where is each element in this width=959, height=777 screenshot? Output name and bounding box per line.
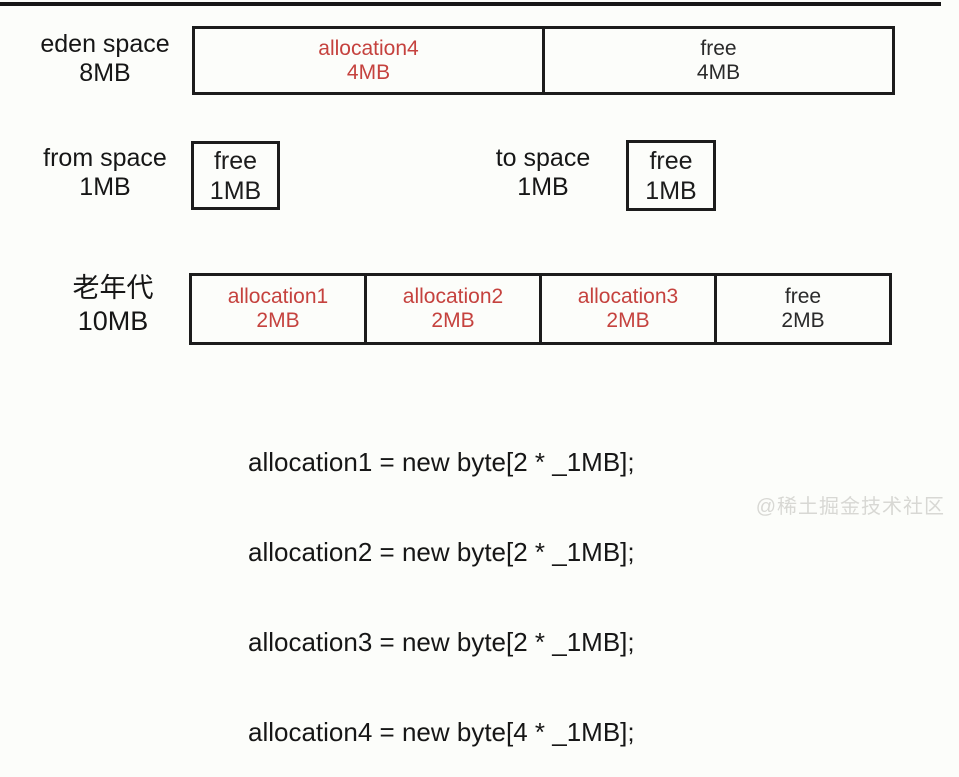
cell-name: free xyxy=(784,285,822,308)
old-gen-cell-allocation2: allocation2 2MB xyxy=(364,276,539,342)
eden-cell-allocation4: allocation4 4MB xyxy=(195,29,542,92)
cell-name: free xyxy=(213,146,258,175)
from-space-label: from space 1MB xyxy=(21,144,189,202)
eden-cell-free: free 4MB xyxy=(542,29,892,92)
from-space-label-size: 1MB xyxy=(79,173,131,201)
eden-space-box: allocation4 4MB free 4MB xyxy=(192,26,895,95)
cell-size: 1MB xyxy=(209,176,262,205)
cell-name: allocation1 xyxy=(227,285,329,308)
cell-size: 2MB xyxy=(606,309,650,332)
cell-name: free xyxy=(649,146,693,175)
code-line: allocation4 = new byte[4 * _1MB]; xyxy=(248,717,635,747)
cell-name: allocation2 xyxy=(402,285,504,308)
to-space-label: to space 1MB xyxy=(468,144,618,202)
cell-name: free xyxy=(700,36,737,60)
old-gen-cell-free: free 2MB xyxy=(714,276,889,342)
to-space-label-name: to space xyxy=(495,144,591,172)
from-space-box: free 1MB xyxy=(191,141,280,210)
cell-size: 4MB xyxy=(696,60,741,84)
to-space-box: free 1MB xyxy=(626,140,716,211)
eden-space-label: eden space 8MB xyxy=(21,30,189,88)
eden-space-label-name: eden space xyxy=(40,30,170,58)
old-gen-cell-allocation1: allocation1 2MB xyxy=(192,276,364,342)
eden-space-label-size: 8MB xyxy=(79,59,131,87)
code-line: allocation1 = new byte[2 * _1MB]; xyxy=(248,447,635,477)
cell-size: 2MB xyxy=(431,309,475,332)
site-watermark: @稀土掘金技术社区 xyxy=(755,496,945,518)
old-gen-box: allocation1 2MB allocation2 2MB allocati… xyxy=(189,273,892,345)
cell-name: allocation4 xyxy=(318,36,419,60)
cell-size: 4MB xyxy=(346,60,391,84)
cell-name: allocation3 xyxy=(577,285,679,308)
cell-size: 1MB xyxy=(645,176,697,205)
code-line: allocation2 = new byte[2 * _1MB]; xyxy=(248,537,635,567)
code-line: allocation3 = new byte[2 * _1MB]; xyxy=(248,627,635,657)
old-gen-label-name: 老年代 xyxy=(72,273,154,303)
cell-size: 2MB xyxy=(256,309,300,332)
old-gen-label-size: 10MB xyxy=(77,306,149,336)
cell-size: 2MB xyxy=(781,309,825,332)
old-gen-label: 老年代 10MB xyxy=(38,272,188,338)
old-gen-cell-allocation3: allocation3 2MB xyxy=(539,276,714,342)
frame-top-border xyxy=(0,2,941,6)
from-space-label-name: from space xyxy=(43,144,167,172)
to-space-label-size: 1MB xyxy=(517,173,569,201)
code-listing: allocation1 = new byte[2 * _1MB]; alloca… xyxy=(248,387,635,777)
